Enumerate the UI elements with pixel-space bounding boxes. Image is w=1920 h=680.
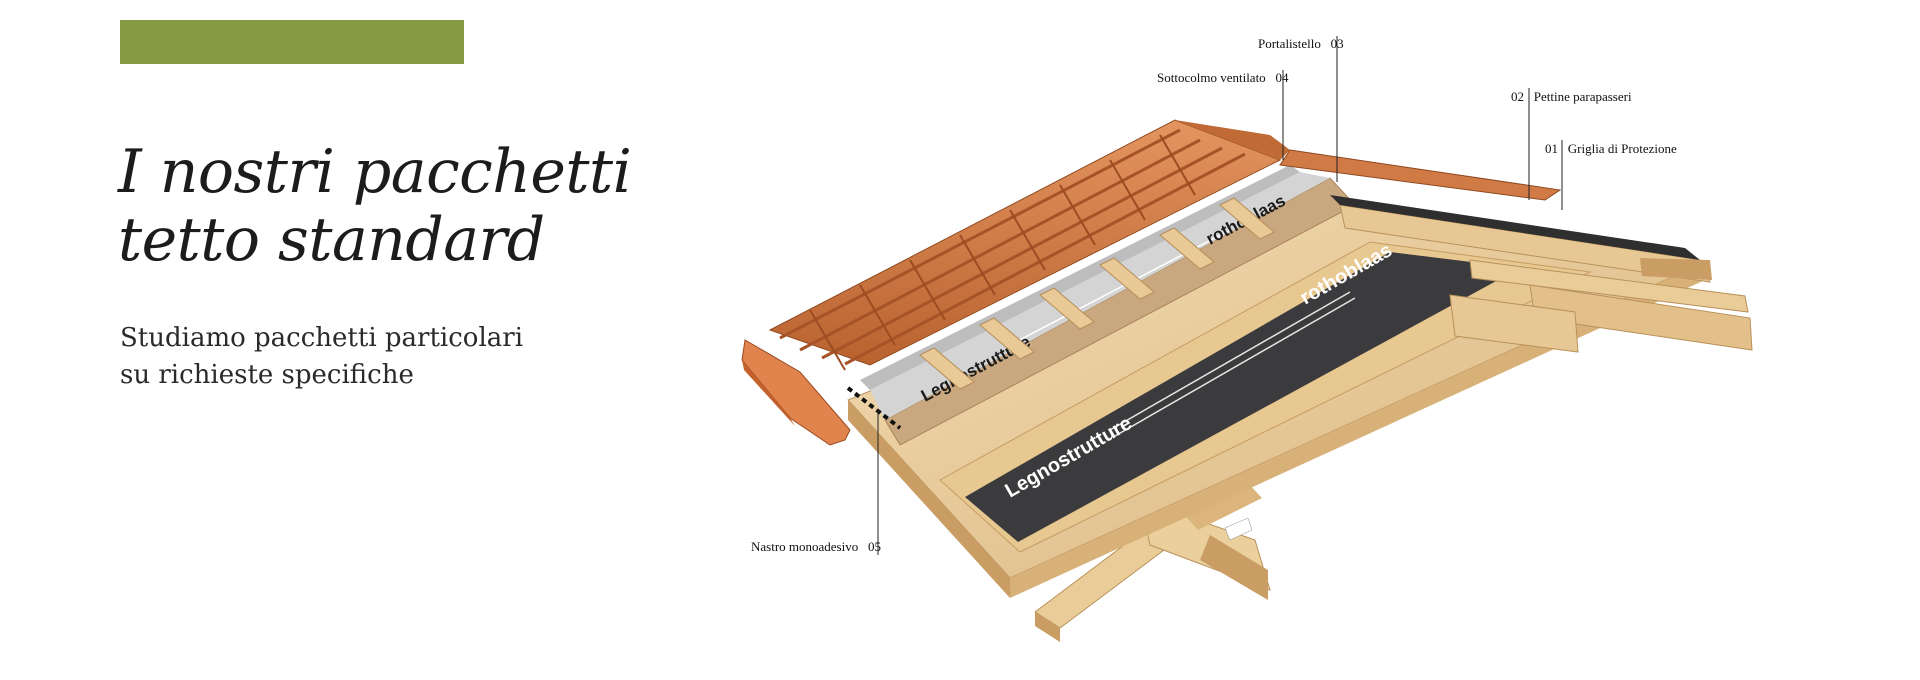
page-title: I nostri pacchetti tetto standard [118,137,632,275]
clay-roof-tiles [768,119,1562,371]
beam-label-plate [1224,517,1253,541]
callout-pettine-parapasseri: 02 Pettine parapasseri [1511,89,1632,104]
callout-leader-lines [877,36,1563,555]
callout-nastro-monoadesivo: Nastro monoadesivo 05 [751,539,881,554]
eave-rafters [1330,195,1753,353]
battens [919,197,1275,390]
title-line-2: tetto standard [118,205,545,275]
subtitle-line-1: Studiamo pacchetti particolari [120,323,524,353]
callout-portalistello: Portalistello 03 [1258,36,1344,51]
page-subtitle: Studiamo pacchetti particolari su richie… [120,320,523,394]
callout-griglia-di-protezione: 01 Griglia di Protezione [1545,141,1677,156]
accent-bar [120,20,464,64]
callout-sottocolmo-ventilato: Sottocolmo ventilato 04 [1157,70,1289,85]
gutter [741,339,902,446]
subtitle-line-2: su richieste specifiche [120,360,414,390]
title-line-1: I nostri pacchetti [118,137,632,207]
